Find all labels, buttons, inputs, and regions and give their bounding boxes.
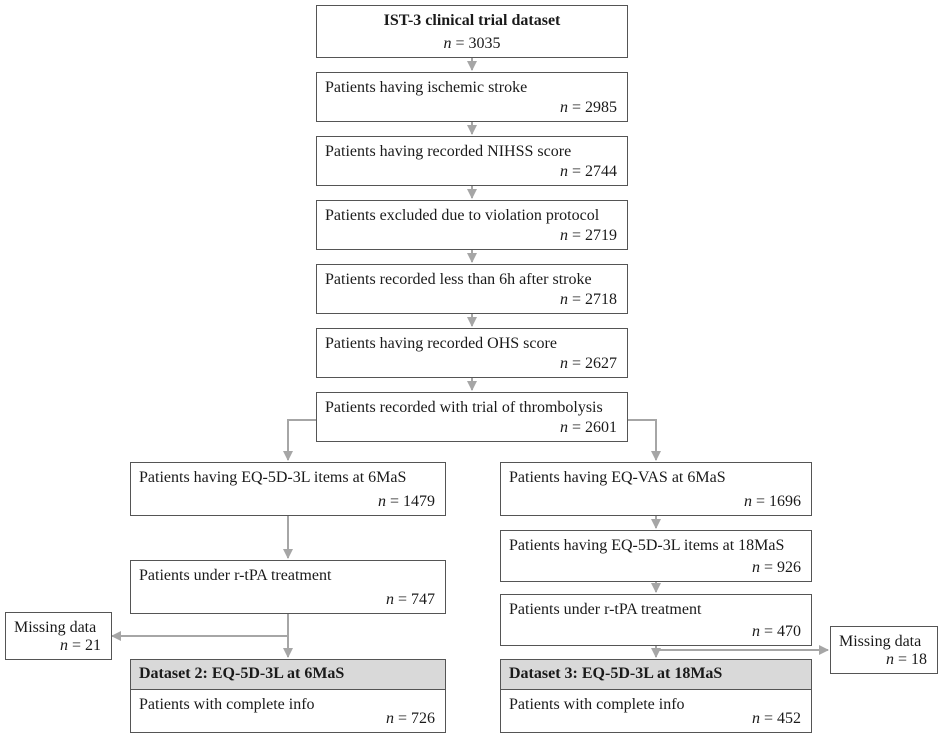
box-eq5d-6mas: Patients having EQ-5D-3L items at 6MaS n… [130, 462, 446, 516]
box-less-than-6h: Patients recorded less than 6h after str… [316, 264, 628, 314]
box-ist3-dataset: IST-3 clinical trial dataset n = 3035 [316, 5, 628, 58]
box-title: IST-3 clinical trial dataset [383, 12, 561, 29]
arrow-split-right [626, 419, 661, 461]
box-count: n = 2719 [559, 227, 617, 244]
box-count: n = 2718 [559, 291, 617, 308]
box-label: Patients recorded with trial of thrombol… [325, 399, 603, 416]
box-label: Patients with complete info [139, 696, 315, 713]
box-violation-protocol: Patients excluded due to violation proto… [316, 200, 628, 250]
box-count: n = 747 [385, 591, 435, 608]
box-label: Patients with complete info [509, 696, 685, 713]
box-label: Patients having recorded OHS score [325, 335, 557, 352]
box-count: n = 2985 [559, 99, 617, 116]
box-right-missing-data: Missing data n = 18 [830, 626, 938, 674]
box-count: n = 21 [59, 637, 101, 654]
box-count: n = 1696 [743, 493, 801, 510]
box-dataset-2: Dataset 2: EQ-5D-3L at 6MaS Patients wit… [130, 659, 446, 733]
box-label: Patients having recorded NIHSS score [325, 143, 572, 160]
box-label: Patients under r-tPA treatment [139, 567, 332, 584]
box-label: Missing data [14, 619, 97, 636]
box-count: n = 1479 [377, 493, 435, 510]
box-right-rtpa: Patients under r-tPA treatment n = 470 [500, 594, 812, 646]
box-ischemic-stroke: Patients having ischemic stroke n = 2985 [316, 72, 628, 122]
box-count: n = 926 [751, 559, 801, 576]
box-nihss-score: Patients having recorded NIHSS score n =… [316, 136, 628, 186]
box-label: Patients having ischemic stroke [325, 79, 528, 96]
box-count: n = 2627 [559, 355, 617, 372]
box-count: n = 726 [385, 710, 435, 727]
box-label: Missing data [839, 633, 922, 650]
box-label: Patients having EQ-5D-3L items at 18MaS [509, 537, 785, 554]
box-left-missing-data: Missing data n = 21 [5, 612, 112, 660]
box-count: n = 470 [751, 623, 801, 640]
box-count: n = 18 [885, 651, 927, 668]
box-count: n = 452 [751, 710, 801, 727]
dataset-header: Dataset 2: EQ-5D-3L at 6MaS [131, 660, 445, 690]
box-label: Patients recorded less than 6h after str… [325, 271, 592, 288]
box-label: Patients having EQ-5D-3L items at 6MaS [139, 469, 407, 486]
box-label: Patients having EQ-VAS at 6MaS [509, 469, 726, 486]
box-eqvas-6mas: Patients having EQ-VAS at 6MaS n = 1696 [500, 462, 812, 516]
box-label: Patients under r-tPA treatment [509, 601, 702, 618]
box-ohs-score: Patients having recorded OHS score n = 2… [316, 328, 628, 378]
box-label: Patients excluded due to violation proto… [325, 207, 600, 224]
box-count: n = 2601 [559, 419, 617, 436]
box-thrombolysis: Patients recorded with trial of thrombol… [316, 392, 628, 442]
box-count: n = 3035 [443, 35, 501, 52]
box-left-rtpa: Patients under r-tPA treatment n = 747 [130, 560, 446, 614]
dataset-header: Dataset 3: EQ-5D-3L at 18MaS [501, 660, 811, 690]
box-dataset-3: Dataset 3: EQ-5D-3L at 18MaS Patients wi… [500, 659, 812, 733]
arrow-split-left [283, 419, 318, 461]
box-count: n = 2744 [559, 163, 617, 180]
box-eq5d-18mas: Patients having EQ-5D-3L items at 18MaS … [500, 530, 812, 582]
